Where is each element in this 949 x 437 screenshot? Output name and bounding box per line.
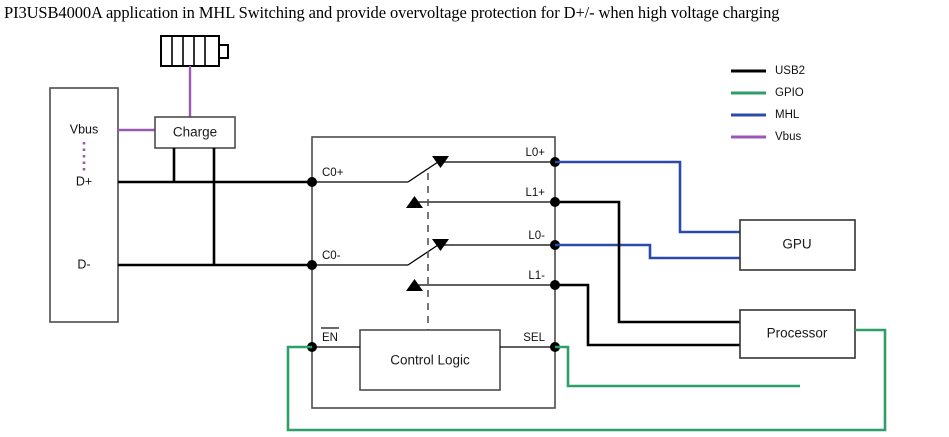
pin-label-l0plus: L0+ <box>525 147 545 159</box>
port-label-vbus: Vbus <box>70 122 99 136</box>
control-logic-block: Control Logic <box>359 329 501 391</box>
legend-item-usb2: USB2 <box>731 65 805 77</box>
pin-label-c0plus: C0+ <box>322 167 344 179</box>
control-logic-pin-wires: EN SEL <box>307 327 560 352</box>
legend: USB2 GPIO MHL Vbus <box>731 65 805 143</box>
gpu-block: GPU <box>739 219 856 271</box>
wire-mhl-l0plus <box>555 160 740 234</box>
legend-item-vbus: Vbus <box>731 131 801 143</box>
page-title: PI3USB4000A application in MHL Switching… <box>4 3 780 22</box>
gpu-block-label: GPU <box>782 237 811 252</box>
pin-label-l1plus: L1+ <box>525 187 545 199</box>
pin-label-en: EN <box>322 332 338 344</box>
pin-label-l0minus: L0- <box>528 230 545 242</box>
wire-gpio-sel-to-processor <box>555 345 800 388</box>
charge-block: Charge <box>154 116 236 149</box>
usb-connector-block: Vbus D+ D- <box>49 87 119 323</box>
pin-label-sel: SEL <box>523 332 545 344</box>
control-logic-label: Control Logic <box>390 353 470 368</box>
legend-label-mhl: MHL <box>775 109 800 121</box>
legend-label-vbus: Vbus <box>775 131 801 143</box>
wire-mhl-l0minus <box>555 243 740 260</box>
legend-label-usb2: USB2 <box>775 65 805 77</box>
wire-usb2-l1minus <box>555 283 740 347</box>
port-label-dminus: D- <box>77 257 90 271</box>
legend-label-gpio: GPIO <box>775 87 804 99</box>
battery-icon <box>160 35 229 67</box>
wire-gpio-processor-to-en <box>286 328 887 432</box>
legend-item-mhl: MHL <box>731 109 800 121</box>
ic-left-pins: C0+ C0- <box>307 167 344 270</box>
processor-block-label: Processor <box>767 326 828 341</box>
pin-label-l1minus: L1- <box>528 270 545 282</box>
processor-block: Processor <box>739 309 856 359</box>
port-label-dplus: D+ <box>76 174 92 188</box>
charge-block-label: Charge <box>173 125 217 140</box>
ic-switch-network <box>312 156 555 330</box>
wire-usb2-l1plus <box>555 200 740 324</box>
pin-label-c0minus: C0- <box>322 250 341 262</box>
legend-item-gpio: GPIO <box>731 87 804 99</box>
wire-charge-taps <box>172 148 216 265</box>
